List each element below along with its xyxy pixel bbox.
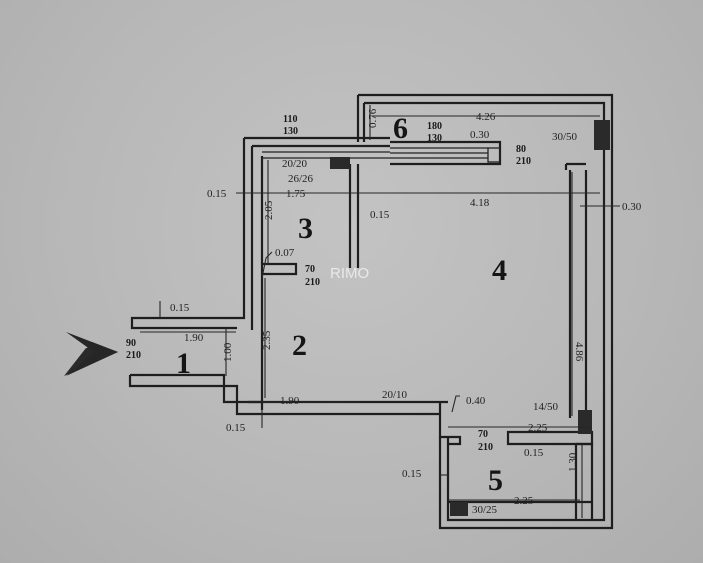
dim-wall-room5-right: 0.15 — [524, 447, 544, 459]
dim-entry-top-wall: 0.15 — [170, 302, 190, 314]
dim-wall-right: 0.30 — [622, 201, 642, 213]
shaft-label-30-50: 30/50 — [552, 131, 578, 143]
shaft-label-20-10: 20/10 — [382, 389, 408, 401]
window-room6-height: 130 — [427, 133, 442, 144]
dim-entry-width: 1.00 — [222, 342, 234, 362]
shaft-label-14-50: 14/50 — [533, 401, 559, 413]
dim-room6-depth: 0.76 — [367, 108, 379, 128]
dim-door-offset: 0.07 — [275, 247, 295, 259]
door-23-width: 70 — [305, 264, 315, 275]
room-2-label: 2 — [292, 329, 307, 362]
dim-room4-width: 4.18 — [470, 197, 490, 209]
windows — [262, 145, 501, 163]
dim-entry-length-top: 1.90 — [184, 332, 204, 344]
entrance-door-height: 210 — [126, 350, 141, 361]
dim-room5-depth: 1.30 — [567, 452, 579, 472]
room-1-label: 1 — [176, 347, 191, 380]
dim-entry-length-bottom: 1.90 — [280, 395, 300, 407]
watermark: RIMO — [330, 265, 369, 282]
door-room5-height: 210 — [478, 442, 493, 453]
door-room4-height: 210 — [516, 156, 531, 167]
door-23-height: 210 — [305, 277, 320, 288]
dim-room3-width: 1.75 — [286, 188, 306, 200]
dim-offset-040: 0.40 — [466, 395, 486, 407]
dim-room2-depth: 2.35 — [261, 330, 273, 350]
door-room5-width: 70 — [478, 429, 488, 440]
dim-room5-width-bottom: 2.25 — [514, 495, 534, 507]
window-room6-width: 180 — [427, 121, 442, 132]
dim-wall-left-top: 0.15 — [207, 188, 227, 200]
shaft-14-50 — [578, 410, 592, 434]
walls — [128, 93, 614, 530]
dim-wall-mid-top: 0.15 — [370, 209, 390, 221]
door-room4-width: 80 — [516, 144, 526, 155]
room-5-label: 5 — [488, 464, 503, 497]
shaft-label-26-26: 26/26 — [288, 173, 314, 185]
room-4-label: 4 — [492, 254, 507, 287]
shaft-30-25 — [450, 502, 468, 516]
dim-wall-room5-left: 0.15 — [402, 468, 422, 480]
window-room3-height: 130 — [283, 126, 298, 137]
dimension-lines — [140, 105, 620, 518]
window-room3-width: 110 — [283, 114, 297, 125]
shaft-20-20 — [330, 157, 350, 169]
shaft-label-20-20: 20/20 — [282, 158, 308, 170]
entrance-door-width: 90 — [126, 338, 136, 349]
dim-room3-depth: 2.05 — [263, 200, 275, 220]
shaft-30-50 — [594, 120, 610, 150]
room-3-label: 3 — [298, 212, 313, 245]
shaft-label-30-25: 30/25 — [472, 504, 498, 516]
entrance-chevron-icon — [66, 332, 118, 376]
shafts — [330, 120, 610, 516]
dim-room4-depth: 4.86 — [573, 342, 585, 362]
dim-window6-offset: 0.30 — [470, 129, 490, 141]
room-6-label: 6 — [393, 112, 408, 145]
dim-room5-width-top: 2.25 — [528, 422, 548, 434]
dim-wall-bottom-left: 0.15 — [226, 422, 246, 434]
dim-room6-length: 4.26 — [476, 111, 496, 123]
